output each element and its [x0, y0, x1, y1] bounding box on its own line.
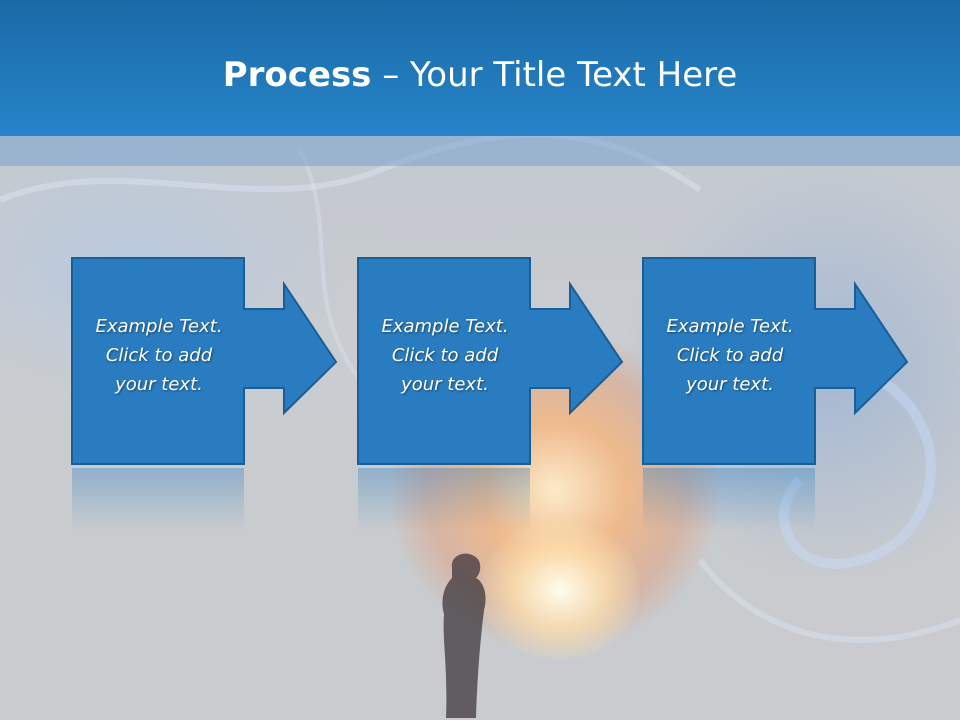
step-text-line: Example Text. — [666, 316, 794, 337]
slide-title[interactable]: Process – Your Title Text Here — [0, 52, 960, 98]
step-text[interactable]: Example Text. Click to add your text. — [655, 312, 805, 399]
step-text-line: Click to add — [676, 345, 784, 366]
process-step-1[interactable]: Example Text. Click to add your text. — [70, 256, 410, 536]
step-text-line: Example Text. — [381, 316, 509, 337]
background-flame-core — [480, 520, 640, 660]
title-regular-part: – Your Title Text Here — [371, 55, 738, 95]
step-text[interactable]: Example Text. Click to add your text. — [370, 312, 520, 399]
step-text-line: Click to add — [105, 345, 213, 366]
arrow-box-shape — [642, 257, 909, 531]
step-text-line: your text. — [115, 374, 203, 395]
welder-silhouette — [442, 553, 486, 718]
title-bar-underband — [0, 136, 960, 166]
process-step-2[interactable]: Example Text. Click to add your text. — [356, 256, 696, 536]
step-text-line: your text. — [401, 374, 489, 395]
step-text-line: Example Text. — [95, 316, 223, 337]
arrow-box-shape — [357, 257, 624, 531]
step-text-line: your text. — [686, 374, 774, 395]
title-bold-part: Process — [222, 55, 372, 95]
process-step-3[interactable]: Example Text. Click to add your text. — [641, 256, 941, 536]
step-text[interactable]: Example Text. Click to add your text. — [84, 312, 234, 399]
arrow-box-shape — [71, 257, 338, 531]
step-text-line: Click to add — [391, 345, 499, 366]
title-bar — [0, 0, 960, 136]
